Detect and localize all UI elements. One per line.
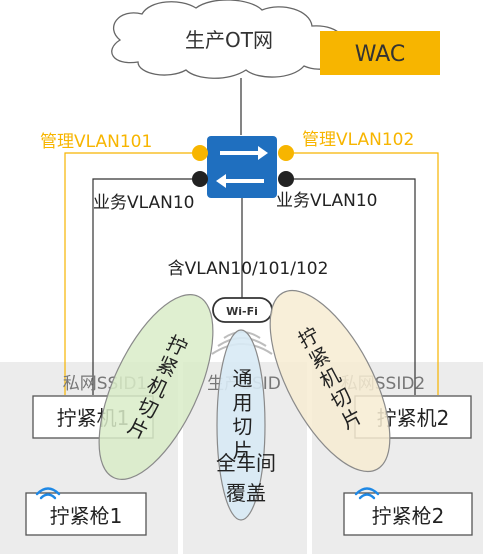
switch-port-right-service [278, 171, 294, 187]
slice-ellipse-left [98, 294, 214, 480]
switch-port-right-mgmt [278, 145, 294, 161]
wac-label: WAC [355, 42, 406, 67]
wac-box [320, 31, 440, 75]
coverage-line-2: 覆盖 [226, 481, 266, 505]
service-link-left [92, 178, 202, 395]
switch-port-left-mgmt [192, 145, 208, 161]
wifi-icon-right [354, 487, 380, 500]
mgmt-link-left [64, 152, 202, 395]
cloud-label: 生产OT网 [185, 28, 273, 52]
tool-left-box [25, 492, 147, 536]
tool-left-label: 拧紧枪1 [50, 504, 123, 528]
svg-text:Wi-Fi: Wi-Fi [226, 305, 258, 318]
service-link-right [285, 178, 416, 395]
mgmt-left-label: 管理VLAN101 [40, 132, 152, 152]
wifi-icon-left [35, 487, 61, 500]
mgmt-right-label: 管理VLAN102 [302, 130, 414, 150]
tool-right-box [343, 492, 473, 536]
switch-icon [207, 136, 277, 198]
slice-ellipse-right [269, 289, 391, 473]
wifi-ap-icon: Wi-Fi [212, 297, 273, 323]
service-right-label: 业务VLAN10 [276, 191, 377, 211]
trunk-label: 含VLAN10/101/102 [168, 259, 329, 279]
service-left-label: 业务VLAN10 [93, 193, 194, 213]
slice-ellipse-center [216, 329, 266, 521]
tool-right-label: 拧紧枪2 [372, 504, 445, 528]
switch-port-left-service [192, 171, 208, 187]
mgmt-link-right [285, 152, 439, 395]
coverage-line-1: 全车间 [216, 451, 276, 475]
slice-center-label: 通用切片 [229, 368, 253, 464]
